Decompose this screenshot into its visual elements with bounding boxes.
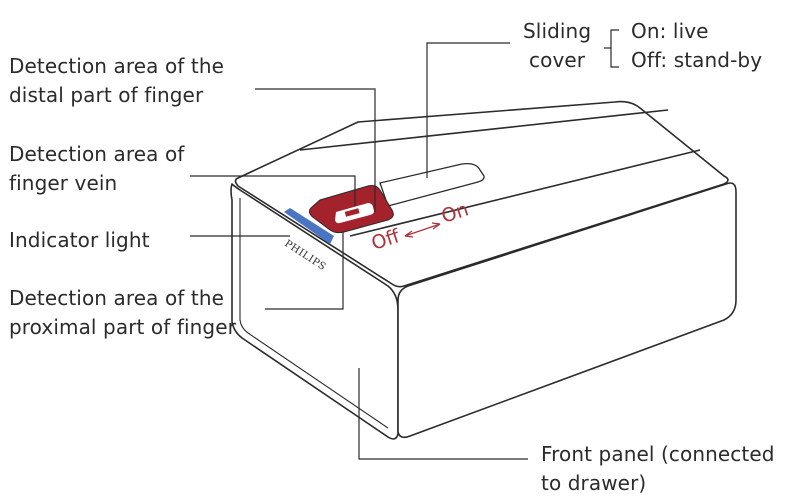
label-distal-line-2: distal part of finger — [9, 83, 204, 107]
label-sliding-cover: Sliding cover — [523, 17, 591, 75]
label-front-panel: Front panel (connected to drawer) — [541, 440, 775, 498]
label-proximal-detection: Detection area of the proximal part of f… — [9, 284, 236, 342]
label-vein-line-1: Detection area of — [9, 142, 185, 166]
label-front-line-2: to drawer) — [541, 471, 647, 495]
label-proximal-line-2: proximal part of finger — [9, 315, 236, 339]
label-sliding-line-1: Sliding — [523, 19, 592, 43]
label-vein-line-2: finger vein — [9, 171, 118, 195]
top-seam-front — [349, 149, 701, 237]
label-sliding-line-2: cover — [529, 48, 586, 72]
label-indicator-light: Indicator light — [9, 226, 150, 255]
top-seam-back — [299, 109, 669, 151]
label-proximal-line-1: Detection area of the — [9, 286, 225, 310]
label-distal-detection: Detection area of the distal part of fin… — [9, 52, 224, 110]
sliding-bracket — [610, 29, 619, 68]
label-indicator-line-1: Indicator light — [9, 228, 150, 252]
label-finger-vein-detection: Detection area of finger vein — [9, 140, 184, 198]
label-sliding-states: On: live Off: stand-by — [631, 17, 762, 75]
label-front-line-1: Front panel (connected — [541, 442, 775, 466]
leader-distal — [255, 88, 376, 212]
finger-vein-sensor — [344, 208, 360, 217]
left-side-panel — [230, 183, 399, 440]
switch-arrow-right-icon — [431, 222, 441, 230]
label-state-on: On: live — [631, 19, 709, 43]
switch-arrow-left-icon — [404, 230, 414, 238]
label-distal-line-1: Detection area of the — [9, 54, 225, 78]
leader-lines — [190, 29, 619, 460]
device-body — [230, 100, 737, 440]
leader-vein — [190, 175, 356, 206]
left-panel-bevel — [239, 198, 389, 429]
label-state-off: Off: stand-by — [631, 48, 763, 72]
sliding-cover[interactable] — [379, 162, 485, 207]
indicator-light — [284, 208, 334, 244]
leader-front-panel — [358, 368, 528, 460]
switch-arrow-line — [404, 223, 441, 237]
front-panel — [397, 182, 737, 439]
leader-proximal — [265, 232, 344, 310]
leader-sliding-cover — [426, 42, 510, 178]
